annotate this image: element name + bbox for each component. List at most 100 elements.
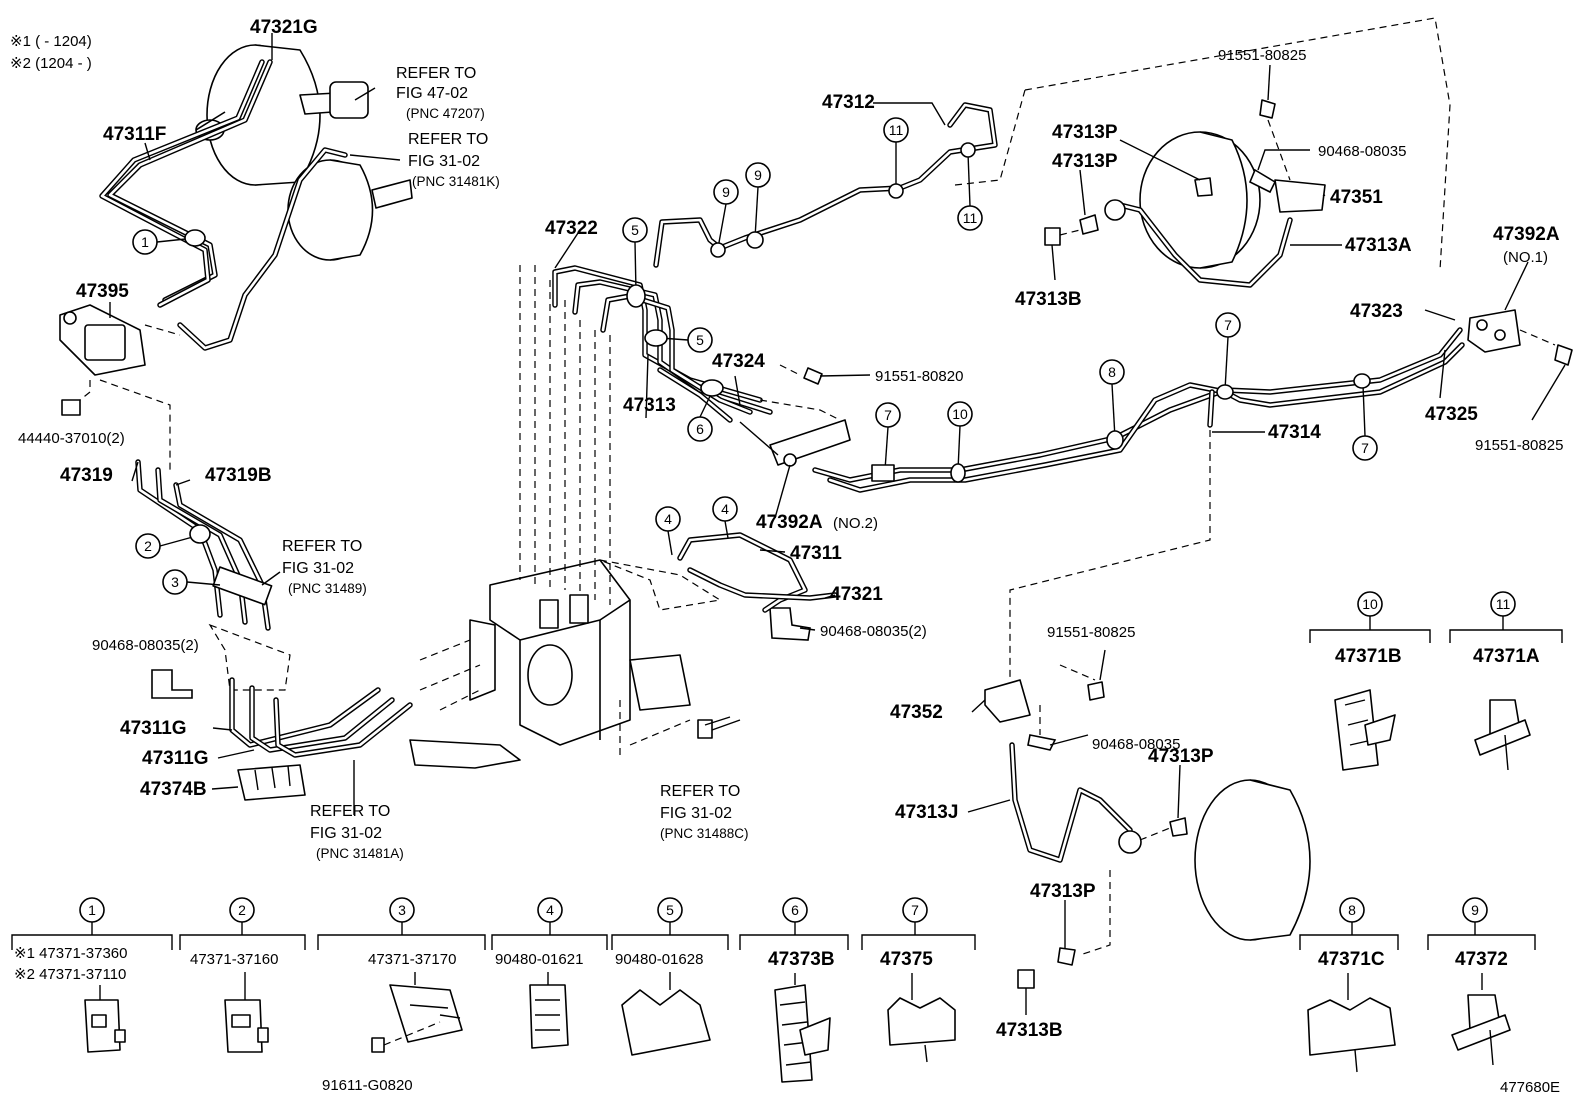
bolt-91551-top	[1259, 99, 1276, 119]
label-47314: 47314	[1268, 422, 1321, 443]
label-47319: 47319	[60, 465, 113, 486]
svg-text:※1 47371-37360: ※1 47371-37360	[14, 945, 128, 962]
ref5-c: (PNC 31488C)	[660, 826, 749, 841]
label-91551-right: 91551-80825	[1475, 437, 1563, 454]
ref2-b: FIG 31-02	[408, 153, 480, 170]
label-90468-mid: 90468-08035	[1092, 736, 1180, 753]
legend-8: 8 47371C	[1299, 897, 1399, 1073]
svg-text:3: 3	[398, 902, 406, 918]
label-47313: 47313	[623, 395, 676, 416]
svg-text:91611-G0820: 91611-G0820	[322, 1077, 413, 1094]
ref2-c: (PNC 31481K)	[412, 174, 500, 189]
legend-6: 6 47373B	[739, 897, 849, 1083]
svg-text:10: 10	[1362, 596, 1378, 612]
badge-3-on-diagram: 3	[162, 569, 188, 595]
label-47311G-b: 47311G	[142, 748, 209, 769]
label-47313A: 47313A	[1345, 235, 1412, 256]
tube-47312	[653, 102, 998, 268]
ref5-a: REFER TO	[660, 783, 740, 800]
bolt-91551-right	[1554, 344, 1573, 366]
ref4-a: REFER TO	[310, 803, 390, 820]
tube-47319B	[173, 482, 271, 631]
badge-4-on-diagram-a: 4	[655, 506, 681, 532]
label-47311G-a: 47311G	[120, 718, 187, 739]
bracket-47352	[984, 679, 1031, 723]
ref4-c: (PNC 31481A)	[316, 846, 404, 861]
svg-text:90480-01621: 90480-01621	[495, 951, 583, 968]
legend-5: 5 90480-01628	[611, 897, 729, 1056]
part-labels: 47321G 47311F 47395 44440-37010(2) 47319…	[18, 17, 1563, 1041]
legend-3: 3 47371-37170 91611-G0820	[317, 897, 486, 1094]
label-47319B: 47319B	[205, 465, 272, 486]
bracket-47351	[1274, 179, 1326, 213]
label-47323: 47323	[1350, 301, 1403, 322]
badges: 1 2 3 4 4 5 5 6 7 7 7 8 9 9 10 11 11	[132, 117, 1378, 595]
ref5-b: FIG 31-02	[660, 805, 732, 822]
label-47313P-a: 47313P	[1052, 122, 1118, 143]
svg-text:9: 9	[1471, 902, 1479, 918]
legend-11: 11 47371A	[1449, 591, 1563, 771]
svg-text:47371C: 47371C	[1318, 949, 1385, 970]
svg-text:5: 5	[631, 222, 639, 238]
abs-actuator-illustration	[409, 559, 691, 769]
label-47313J: 47313J	[895, 802, 958, 823]
svg-text:10: 10	[952, 406, 968, 422]
svg-text:7: 7	[884, 407, 892, 423]
svg-text:9: 9	[722, 184, 730, 200]
bracket-47392A-no1	[1467, 309, 1521, 353]
clip-47313P-b	[1194, 177, 1213, 197]
note-1: ※1 ( - 1204)	[10, 33, 92, 50]
ref3-b: FIG 31-02	[282, 560, 354, 577]
badge-9-on-diagram-a: 9	[713, 179, 739, 205]
clip-47313P-c	[1169, 817, 1188, 837]
svg-text:5: 5	[696, 332, 704, 348]
bolt-91551-mid	[1087, 681, 1105, 701]
label-47351: 47351	[1330, 187, 1383, 208]
label-47325: 47325	[1425, 404, 1478, 425]
svg-text:11: 11	[963, 210, 978, 226]
clip-90468-left	[151, 669, 193, 699]
svg-text:47371B: 47371B	[1335, 646, 1402, 667]
ref3-a: REFER TO	[282, 538, 362, 555]
badge-4-on-diagram-b: 4	[712, 496, 738, 522]
label-47324: 47324	[712, 351, 765, 372]
ref3-c: (PNC 31489)	[288, 581, 367, 596]
label-47395: 47395	[76, 281, 129, 302]
badge-10-on-diagram: 10	[947, 401, 973, 427]
label-47392A-no2: 47392A	[756, 512, 823, 533]
clip-47313P-d	[1057, 947, 1076, 966]
badge-11-on-diagram-b: 11	[957, 205, 983, 231]
badge-7-on-diagram-b: 7	[1215, 312, 1241, 338]
label-91551-80820: 91551-80820	[875, 368, 963, 385]
svg-text:7: 7	[1361, 440, 1369, 456]
badge-8-on-diagram: 8	[1099, 359, 1125, 385]
svg-text:47371-37160: 47371-37160	[190, 951, 278, 968]
svg-text:2: 2	[238, 902, 246, 918]
label-47313P-b: 47313P	[1052, 151, 1118, 172]
legend-9: 9 47372	[1427, 897, 1536, 1066]
label-47374B: 47374B	[140, 779, 207, 800]
svg-text:11: 11	[889, 122, 904, 138]
clip-47313P-a	[1079, 214, 1099, 235]
label-47392A-no1-sub: (NO.1)	[1503, 249, 1548, 266]
legend-1: 1 ※1 47371-37360 ※2 47371-37110	[11, 897, 173, 1053]
legend-2: 2 47371-37160	[179, 897, 306, 1053]
label-91551-top: 91551-80825	[1218, 47, 1306, 64]
ref1-a: REFER TO	[396, 65, 476, 82]
svg-text:47371-37170: 47371-37170	[368, 951, 456, 968]
note-2: ※2 (1204 - )	[10, 55, 92, 72]
rear-drum-upper	[1139, 131, 1261, 269]
svg-text:6: 6	[696, 421, 704, 437]
svg-text:1: 1	[141, 234, 149, 250]
figure-code: 477680E	[1500, 1079, 1560, 1096]
hose-47313J	[1009, 742, 1133, 863]
label-47313B-a: 47313B	[1015, 289, 1082, 310]
svg-text:7: 7	[1224, 317, 1232, 333]
svg-text:9: 9	[754, 167, 762, 183]
svg-text:47372: 47372	[1455, 949, 1508, 970]
label-47322: 47322	[545, 218, 598, 239]
svg-text:2: 2	[144, 538, 152, 554]
badge-5-on-diagram-b: 5	[687, 327, 713, 353]
label-47311F: 47311F	[103, 124, 166, 145]
